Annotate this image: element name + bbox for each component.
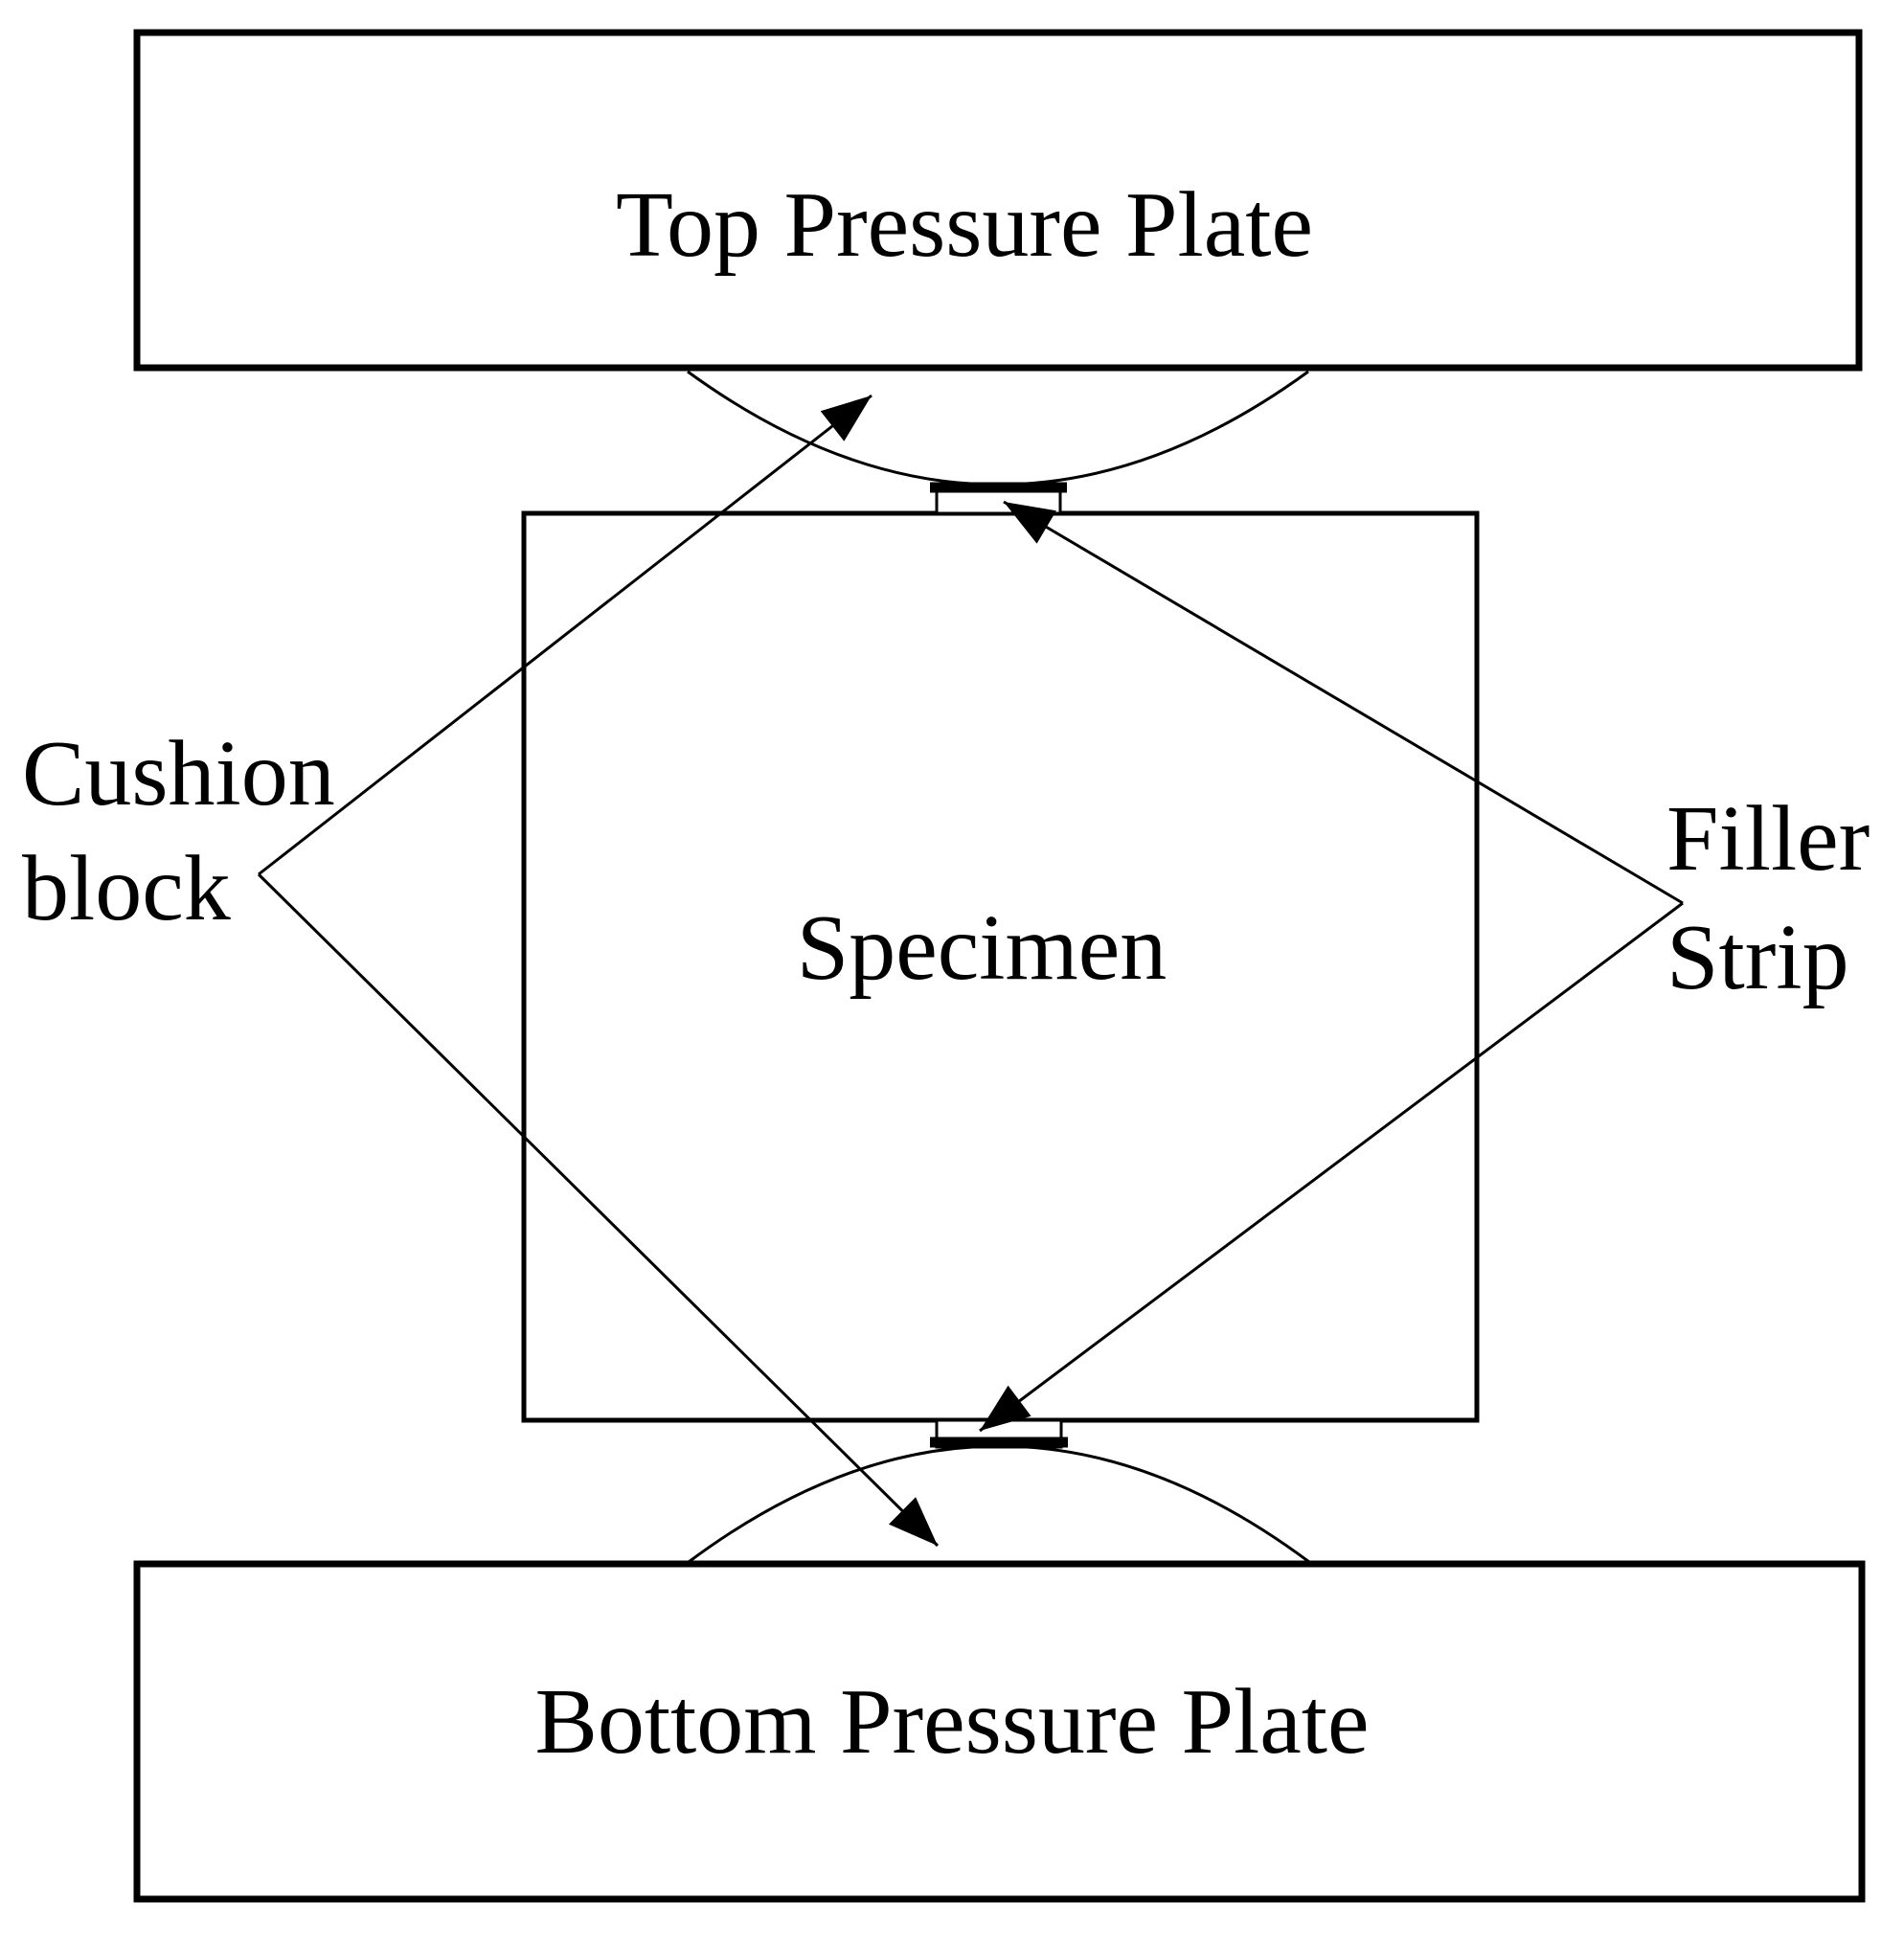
specimen-label: Specimen [797, 896, 1167, 1000]
filler-label-line1: Filler [1666, 787, 1870, 891]
bottom-cushion-arc [688, 1444, 1310, 1564]
cushion-label-line2: block [22, 837, 231, 940]
bottom-pressure-plate [133, 1560, 1866, 1903]
cushion-label-line1: Cushion [22, 722, 335, 826]
top-plate-label: Top Pressure Plate [616, 173, 1313, 277]
filler-arrow-bottom [979, 901, 1684, 1433]
top-pressure-plate [133, 29, 1863, 372]
filler-label-line2: Strip [1666, 906, 1849, 1009]
cushion-arrow-bottom [257, 872, 940, 1548]
filler-arrow-top [1003, 500, 1684, 905]
bottom-plate-label: Bottom Pressure Plate [534, 1670, 1369, 1774]
cushion-arrow-top [258, 394, 873, 876]
